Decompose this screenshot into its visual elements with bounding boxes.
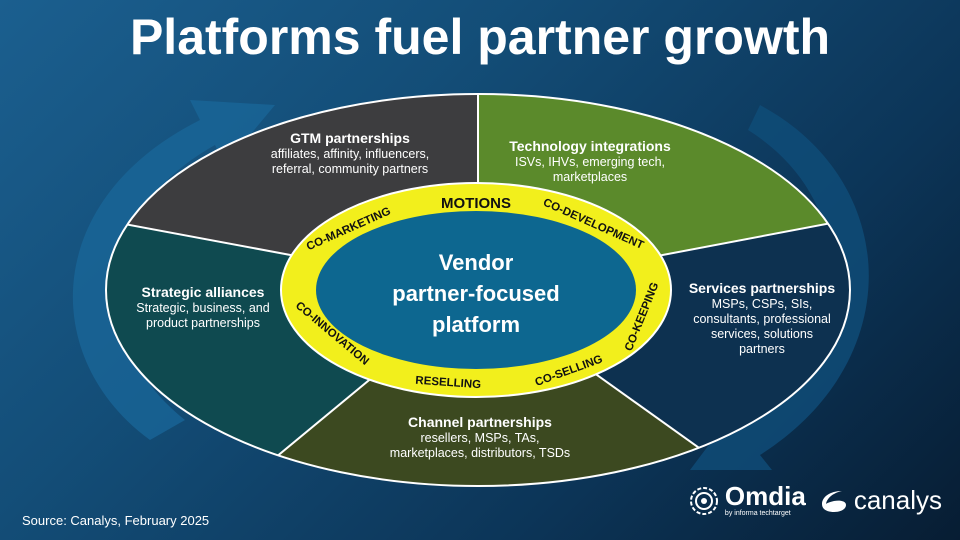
strategic-desc-1: Strategic, business, and (136, 301, 270, 315)
gtm-desc-2: referral, community partners (271, 162, 429, 176)
motions-heading: MOTIONS (441, 195, 511, 212)
canalys-mark-icon (821, 490, 846, 512)
services-partnerships: Services partnerships MSPs, CSPs, SIs, c… (674, 280, 850, 357)
strategic-desc-2: product partnerships (146, 316, 260, 330)
technology-title: Technology integrations (509, 138, 671, 154)
segment-channel (200, 290, 800, 486)
omdia-logo: Omdia by informa techtarget (689, 483, 806, 518)
technology-integrations: Technology integrations ISVs, IHVs, emer… (480, 138, 700, 185)
services-desc-3: services, solutions (710, 327, 814, 341)
services-desc-4: partners (739, 342, 785, 356)
strategic-alliances: Strategic alliances Strategic, business,… (118, 284, 288, 331)
strategic-title: Strategic alliances (141, 284, 265, 300)
gtm-title: GTM partnerships (290, 130, 410, 146)
channel-desc-1: resellers, MSPs, TAs, (420, 431, 540, 445)
core-line-2: partner-focused (392, 281, 559, 306)
gtm-partnerships: GTM partnerships affiliates, affinity, i… (230, 130, 470, 177)
channel-partnerships: Channel partnerships resellers, MSPs, TA… (350, 414, 610, 461)
cycle-arrow-left (72, 100, 275, 440)
source-note: Source: Canalys, February 2025 (22, 513, 210, 528)
cycle-arrow-right (690, 105, 869, 470)
services-title: Services partnerships (688, 280, 836, 296)
technology-desc-1: ISVs, IHVs, emerging tech, (514, 155, 666, 169)
channel-desc-2: marketplaces, distributors, TSDs (389, 446, 571, 460)
logos: Omdia by informa techtarget canalys (689, 483, 942, 518)
technology-desc-2: marketplaces (552, 170, 628, 184)
motion-reselling: RESELLING (415, 375, 482, 392)
omdia-wordmark: Omdia (724, 481, 806, 511)
core-line-3: platform (432, 312, 520, 337)
services-desc-1: MSPs, CSPs, SIs, (711, 297, 813, 311)
channel-title: Channel partnerships (408, 414, 552, 430)
core-line-1: Vendor (439, 250, 514, 275)
vendor-platform-core (316, 211, 636, 369)
canalys-wordmark: canalys (853, 485, 942, 515)
canalys-logo: canalys (820, 485, 942, 516)
page-title: Platforms fuel partner growth (129, 9, 831, 65)
services-desc-2: consultants, professional (693, 312, 831, 326)
gtm-desc-1: affiliates, affinity, influencers, (270, 147, 430, 161)
omdia-mark-icon (689, 486, 718, 515)
omdia-subtitle: by informa techtarget (724, 510, 791, 517)
